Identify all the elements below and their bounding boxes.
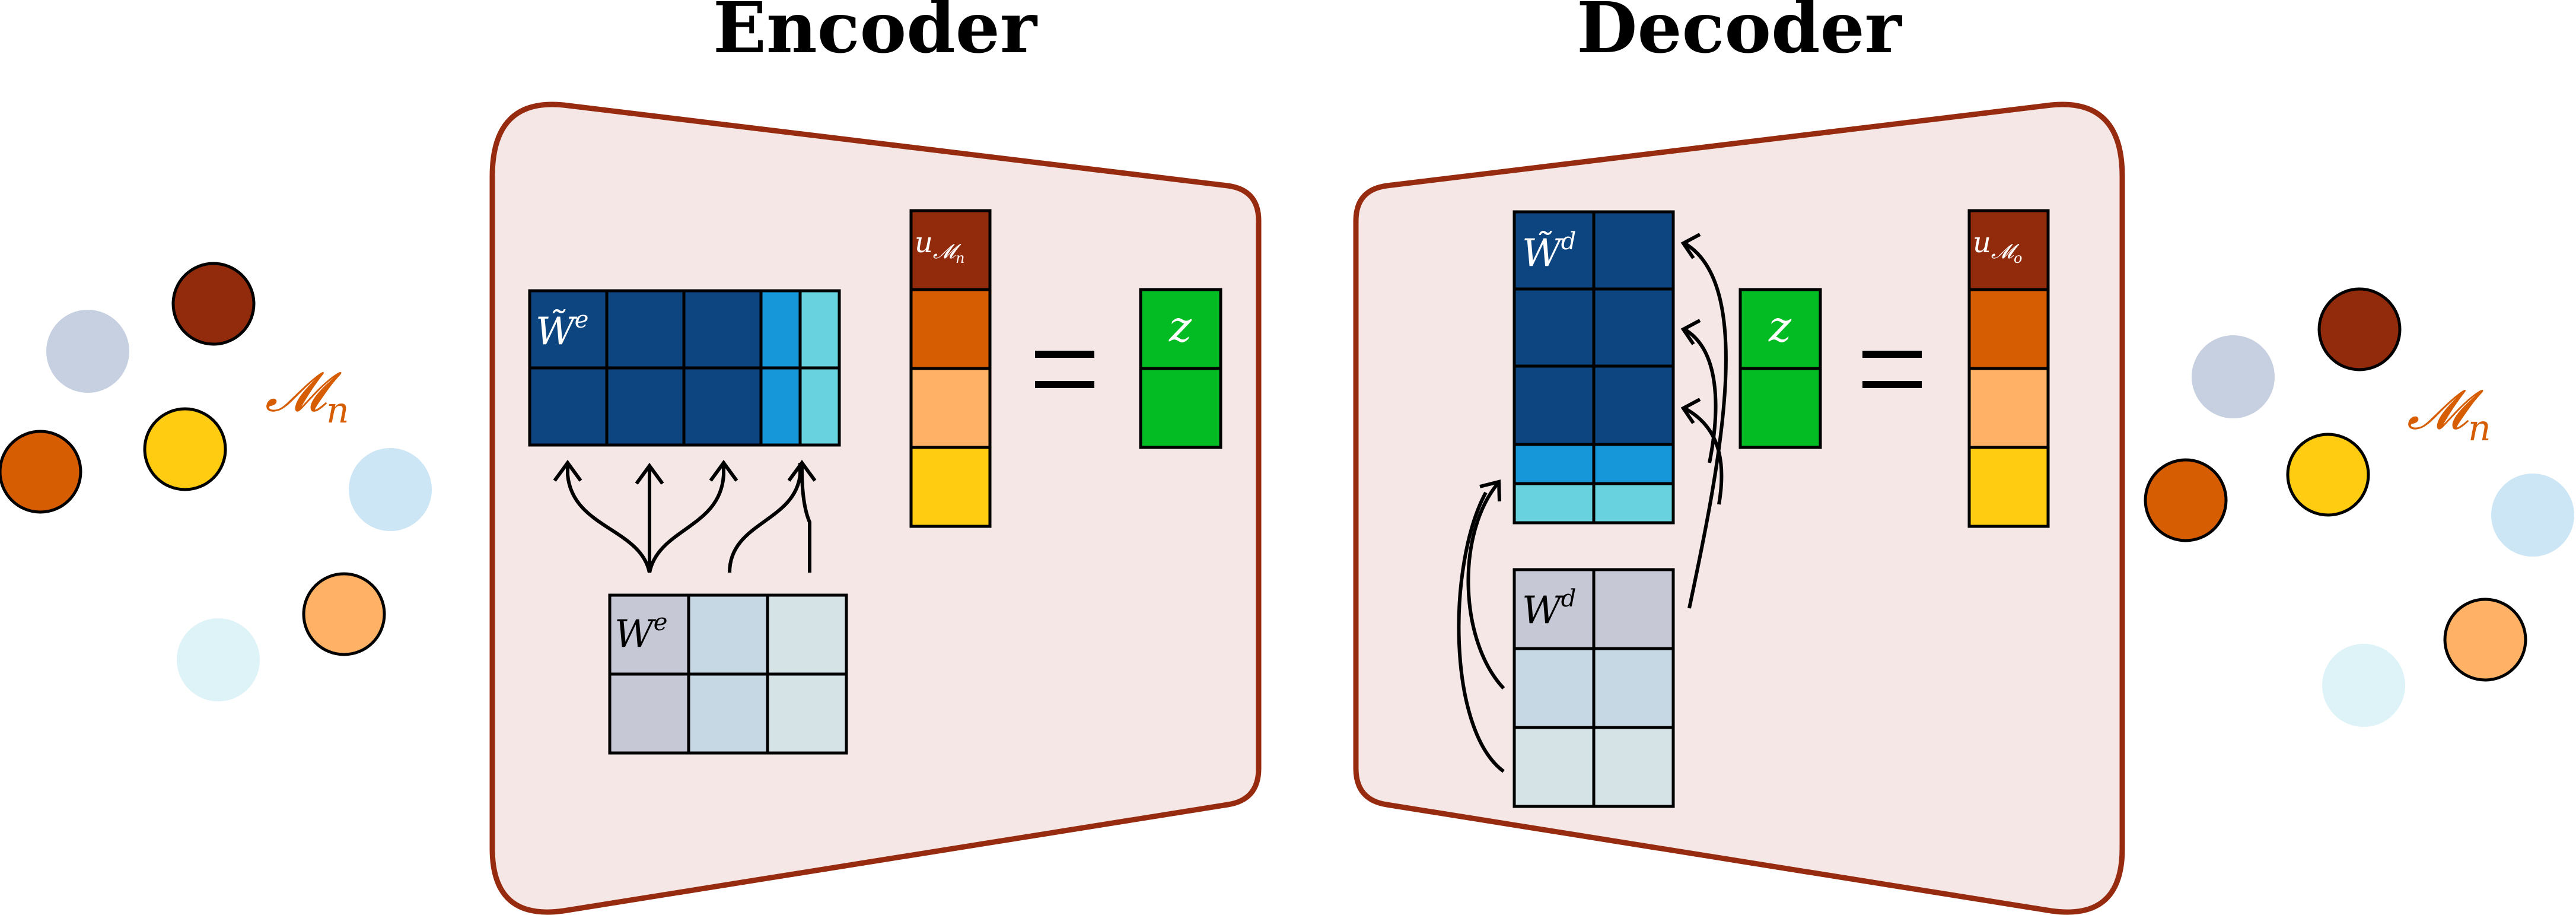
w-tilde-d-cell-highlight bbox=[1592, 482, 1675, 525]
w-tilde-d-cell-highlight bbox=[1592, 443, 1675, 485]
u-cell bbox=[1967, 367, 2050, 449]
w-tilde-e-cell bbox=[682, 289, 763, 370]
decoder-arrows bbox=[1457, 233, 1728, 773]
w-e-cell bbox=[608, 593, 690, 676]
circle-node bbox=[2317, 287, 2402, 371]
arrowhead bbox=[787, 459, 817, 482]
w-d-matrix: Wd bbox=[1513, 568, 1675, 808]
right-circle-cluster: 𝓜n bbox=[2144, 287, 2574, 727]
u-cell bbox=[1967, 288, 2050, 370]
z-cell bbox=[1738, 367, 1822, 449]
w-tilde-e-label: W̃e bbox=[536, 306, 588, 354]
arrowhead bbox=[1680, 319, 1701, 345]
circle-node bbox=[177, 618, 260, 701]
z-cell bbox=[1139, 367, 1222, 449]
w-d-cell bbox=[1513, 647, 1596, 729]
w-tilde-e-cell-highlight bbox=[798, 366, 841, 447]
w-e-cell bbox=[687, 593, 769, 676]
w-tilde-e-cell bbox=[682, 366, 763, 447]
equals-sign-decoder bbox=[1862, 351, 1922, 388]
w-tilde-d-cell bbox=[1513, 287, 1596, 368]
circle-node bbox=[302, 572, 386, 656]
decoder-arrow bbox=[1457, 491, 1505, 773]
encoder-panel bbox=[489, 101, 1262, 915]
u-cell bbox=[1967, 446, 2050, 528]
circle-node bbox=[349, 448, 432, 531]
u-cell bbox=[909, 209, 992, 291]
circle-node bbox=[2491, 474, 2574, 557]
circle-node bbox=[0, 430, 82, 514]
w-tilde-e-cell bbox=[528, 366, 609, 447]
w-tilde-d-cell bbox=[1513, 364, 1596, 446]
w-d-cell bbox=[1592, 647, 1675, 729]
w-tilde-e-cell-highlight bbox=[798, 289, 841, 370]
decoder-title: Decoder bbox=[1577, 0, 1903, 69]
z-vector-encoder: z bbox=[1139, 288, 1222, 449]
circle-node bbox=[2192, 335, 2275, 418]
w-d-cell bbox=[1592, 568, 1675, 650]
w-tilde-d-cell bbox=[1592, 364, 1675, 446]
encoder-title: Encoder bbox=[713, 0, 1038, 69]
z-label-decoder: z bbox=[1768, 301, 1792, 351]
u-vector-decoder: u𝓜o bbox=[1967, 209, 2050, 528]
w-tilde-d-cell bbox=[1592, 287, 1675, 368]
equals-sign-encoder bbox=[1035, 351, 1094, 388]
u-cell bbox=[909, 367, 992, 449]
w-tilde-d-cell bbox=[1592, 210, 1675, 291]
circle-node bbox=[2322, 644, 2405, 727]
z-cell bbox=[1738, 288, 1822, 370]
circle-node bbox=[2144, 458, 2228, 542]
w-e-cell bbox=[608, 672, 690, 755]
circle-node bbox=[171, 262, 256, 346]
u-cell bbox=[909, 446, 992, 528]
encoder-arrow bbox=[728, 463, 802, 573]
arrowhead bbox=[635, 462, 664, 485]
w-tilde-d-label: W̃d bbox=[1522, 228, 1576, 275]
arrowhead bbox=[1680, 233, 1701, 259]
w-tilde-e-cell-highlight bbox=[759, 366, 802, 447]
w-e-label: We bbox=[614, 609, 667, 656]
w-d-cell bbox=[1513, 568, 1596, 650]
w-d-cell bbox=[1592, 726, 1675, 808]
w-tilde-d-cell-highlight bbox=[1513, 443, 1596, 485]
decoder-arrow bbox=[1466, 482, 1505, 690]
w-tilde-e-matrix: W̃e bbox=[528, 289, 841, 447]
w-e-cell bbox=[766, 672, 848, 755]
w-e-matrix: We bbox=[608, 593, 848, 755]
u-cell bbox=[909, 288, 992, 370]
w-d-cell bbox=[1513, 726, 1596, 808]
arrowhead bbox=[709, 459, 738, 482]
u-vector-encoder: u𝓜n bbox=[909, 209, 992, 528]
encoder-arrow bbox=[566, 463, 651, 573]
encoder-arrow bbox=[800, 463, 811, 573]
m-n-label-right: 𝓜n bbox=[2407, 378, 2491, 449]
w-e-cell bbox=[687, 672, 769, 755]
circle-node bbox=[2443, 598, 2527, 682]
arrowhead bbox=[553, 459, 582, 482]
z-vector-decoder: z bbox=[1738, 288, 1822, 449]
arrowhead bbox=[1680, 398, 1701, 424]
circle-node bbox=[2286, 433, 2370, 517]
z-cell bbox=[1139, 288, 1222, 370]
z-label-encoder: z bbox=[1168, 301, 1192, 351]
m-n-label-left: 𝓜n bbox=[265, 360, 349, 431]
circle-node bbox=[143, 407, 227, 491]
arrowhead bbox=[1479, 479, 1501, 502]
encoder-arrows bbox=[553, 459, 817, 573]
w-tilde-d-cell-highlight bbox=[1513, 482, 1596, 525]
w-tilde-e-cell bbox=[605, 366, 686, 447]
w-tilde-d-matrix: W̃d bbox=[1513, 210, 1675, 525]
w-d-label: Wd bbox=[1522, 585, 1576, 633]
encoder-arrow bbox=[648, 463, 725, 573]
w-tilde-e-cell bbox=[605, 289, 686, 370]
decoder-arrow bbox=[1683, 328, 1718, 463]
left-circle-cluster: 𝓜n bbox=[0, 262, 432, 701]
w-e-cell bbox=[766, 593, 848, 676]
circle-node bbox=[46, 310, 129, 393]
decoder-arrow bbox=[1683, 406, 1724, 505]
decoder-arrow bbox=[1683, 242, 1728, 609]
w-tilde-e-cell-highlight bbox=[759, 289, 802, 370]
